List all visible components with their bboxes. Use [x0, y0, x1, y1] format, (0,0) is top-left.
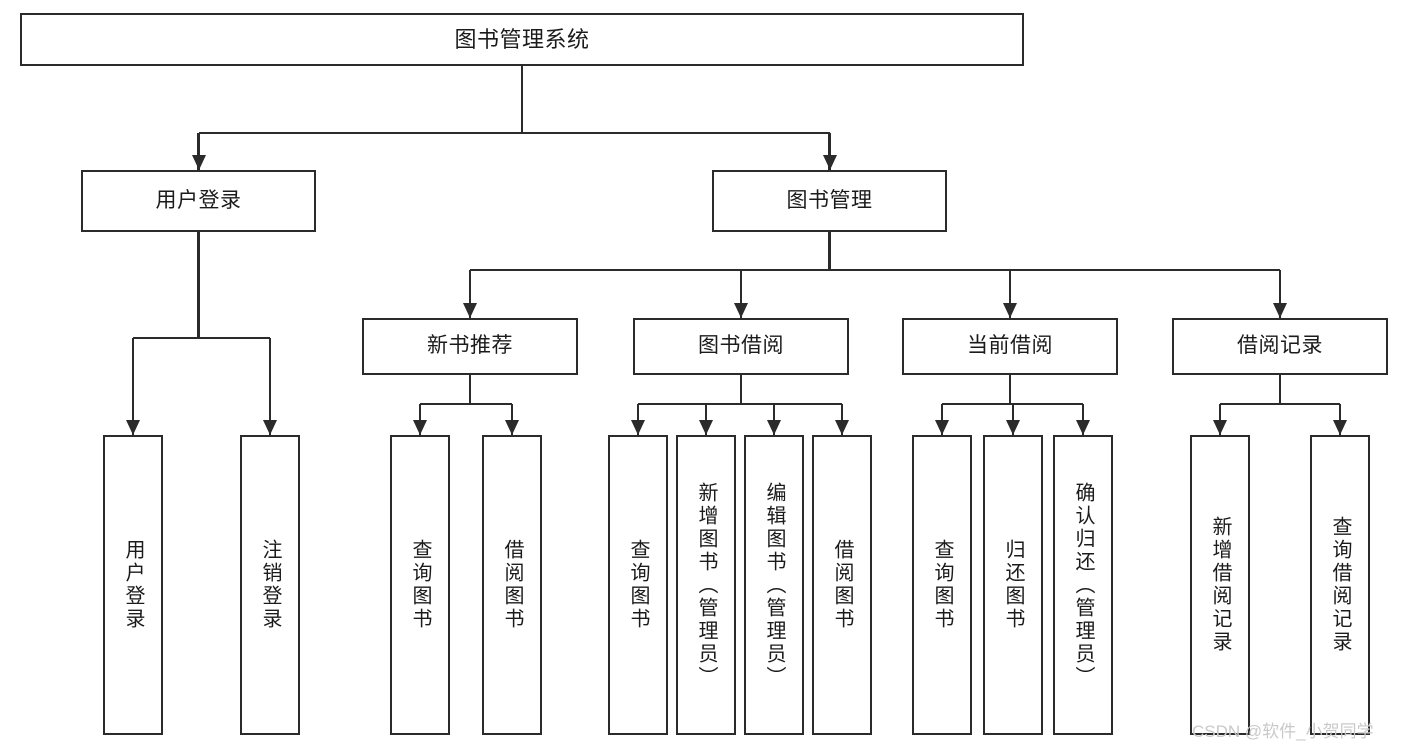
- arrowhead-icon: [935, 420, 949, 435]
- node-label: 图书管理: [786, 188, 873, 212]
- arrowhead-icon: [1213, 420, 1227, 435]
- connector-bus: [470, 268, 1280, 272]
- connector-drop: [1011, 404, 1015, 435]
- node-level2-1[interactable]: 图书管理: [712, 170, 947, 232]
- node-label: 新书推荐: [427, 334, 513, 358]
- node-leaf-11[interactable]: 新增借阅记录: [1190, 435, 1250, 735]
- connector-drop: [704, 404, 708, 435]
- connector-stem: [1278, 375, 1282, 404]
- node-leaf-7[interactable]: 借阅图书: [812, 435, 872, 735]
- connector-drop: [739, 270, 743, 318]
- arrowhead-icon: [1003, 303, 1017, 318]
- node-leaf-12[interactable]: 查询借阅记录: [1310, 435, 1370, 735]
- node-label: 查询借阅记录: [1329, 516, 1351, 654]
- node-leaf-2[interactable]: 查询图书: [390, 435, 450, 735]
- node-leaf-0[interactable]: 用户登录: [103, 435, 163, 735]
- arrowhead-icon: [1076, 420, 1090, 435]
- arrowhead-icon: [822, 155, 837, 170]
- arrowhead-icon: [191, 155, 206, 170]
- connector-drop: [840, 404, 844, 435]
- arrowhead-icon: [767, 420, 781, 435]
- connector-bus: [1220, 402, 1340, 406]
- connector-drop: [1278, 270, 1282, 318]
- connector-bus: [133, 336, 270, 340]
- node-leaf-10[interactable]: 确认归还（管理员）: [1053, 435, 1113, 735]
- arrowhead-icon: [505, 420, 519, 435]
- node-leaf-8[interactable]: 查询图书: [912, 435, 972, 735]
- connector-drop: [772, 404, 776, 435]
- node-level2-0[interactable]: 用户登录: [81, 170, 316, 232]
- connector-stem: [197, 232, 200, 338]
- connector-drop: [1008, 270, 1012, 318]
- arrowhead-icon: [835, 420, 849, 435]
- node-label: 借阅图书: [831, 539, 853, 631]
- node-label: 新增借阅记录: [1209, 516, 1231, 654]
- arrowhead-icon: [263, 420, 277, 435]
- connector-stem: [739, 375, 743, 404]
- connector-bus: [638, 402, 842, 406]
- connector-stem: [1008, 375, 1012, 404]
- connector-drop: [636, 404, 640, 435]
- connector-stem: [468, 375, 472, 404]
- arrowhead-icon: [631, 420, 645, 435]
- connector-drop: [268, 338, 272, 435]
- connector-drop: [1338, 404, 1342, 435]
- connector-bus: [198, 131, 830, 135]
- connector-drop: [197, 133, 200, 170]
- connector-stem: [828, 232, 831, 270]
- node-label: 用户登录: [155, 188, 242, 212]
- node-leaf-3[interactable]: 借阅图书: [482, 435, 542, 735]
- connector-drop: [1081, 404, 1085, 435]
- node-level3-0[interactable]: 新书推荐: [362, 318, 578, 375]
- arrowhead-icon: [463, 303, 477, 318]
- node-leaf-4[interactable]: 查询图书: [608, 435, 668, 735]
- node-leaf-5[interactable]: 新增图书（管理员）: [676, 435, 736, 735]
- node-root-system[interactable]: 图书管理系统: [20, 13, 1024, 66]
- connector-drop: [468, 270, 472, 318]
- node-label: 归还图书: [1002, 539, 1024, 631]
- node-label: 新增图书（管理员）: [695, 481, 717, 689]
- node-leaf-9[interactable]: 归还图书: [983, 435, 1043, 735]
- node-label: 图书管理系统: [454, 26, 590, 52]
- connector-stem: [520, 66, 524, 133]
- connector-drop: [418, 404, 422, 435]
- node-label: 注销登录: [259, 539, 281, 631]
- arrowhead-icon: [126, 420, 140, 435]
- node-label: 编辑图书（管理员）: [763, 481, 785, 689]
- connector-drop: [940, 404, 944, 435]
- node-label: 用户登录: [122, 539, 144, 631]
- node-label: 借阅图书: [501, 539, 523, 631]
- arrowhead-icon: [1273, 303, 1287, 318]
- watermark: CSDN @软件_小贺同学: [1192, 722, 1374, 741]
- arrowhead-icon: [699, 420, 713, 435]
- connector-bus: [420, 402, 512, 406]
- node-level3-2[interactable]: 当前借阅: [902, 318, 1118, 375]
- node-label: 查询图书: [627, 539, 649, 631]
- node-label: 借阅记录: [1237, 334, 1323, 358]
- node-label: 图书借阅: [698, 334, 784, 358]
- arrowhead-icon: [734, 303, 748, 318]
- connector-drop: [1218, 404, 1222, 435]
- arrowhead-icon: [413, 420, 427, 435]
- node-leaf-6[interactable]: 编辑图书（管理员）: [744, 435, 804, 735]
- node-label: 查询图书: [409, 539, 431, 631]
- connector-drop: [510, 404, 514, 435]
- node-label: 查询图书: [931, 539, 953, 631]
- arrowhead-icon: [1006, 420, 1020, 435]
- node-label: 确认归还（管理员）: [1072, 481, 1094, 689]
- node-leaf-1[interactable]: 注销登录: [240, 435, 300, 735]
- node-label: 当前借阅: [967, 334, 1053, 358]
- connector-drop: [828, 133, 831, 170]
- arrowhead-icon: [1333, 420, 1347, 435]
- node-level3-1[interactable]: 图书借阅: [633, 318, 849, 375]
- connector-drop: [131, 338, 135, 435]
- node-level3-3[interactable]: 借阅记录: [1172, 318, 1388, 375]
